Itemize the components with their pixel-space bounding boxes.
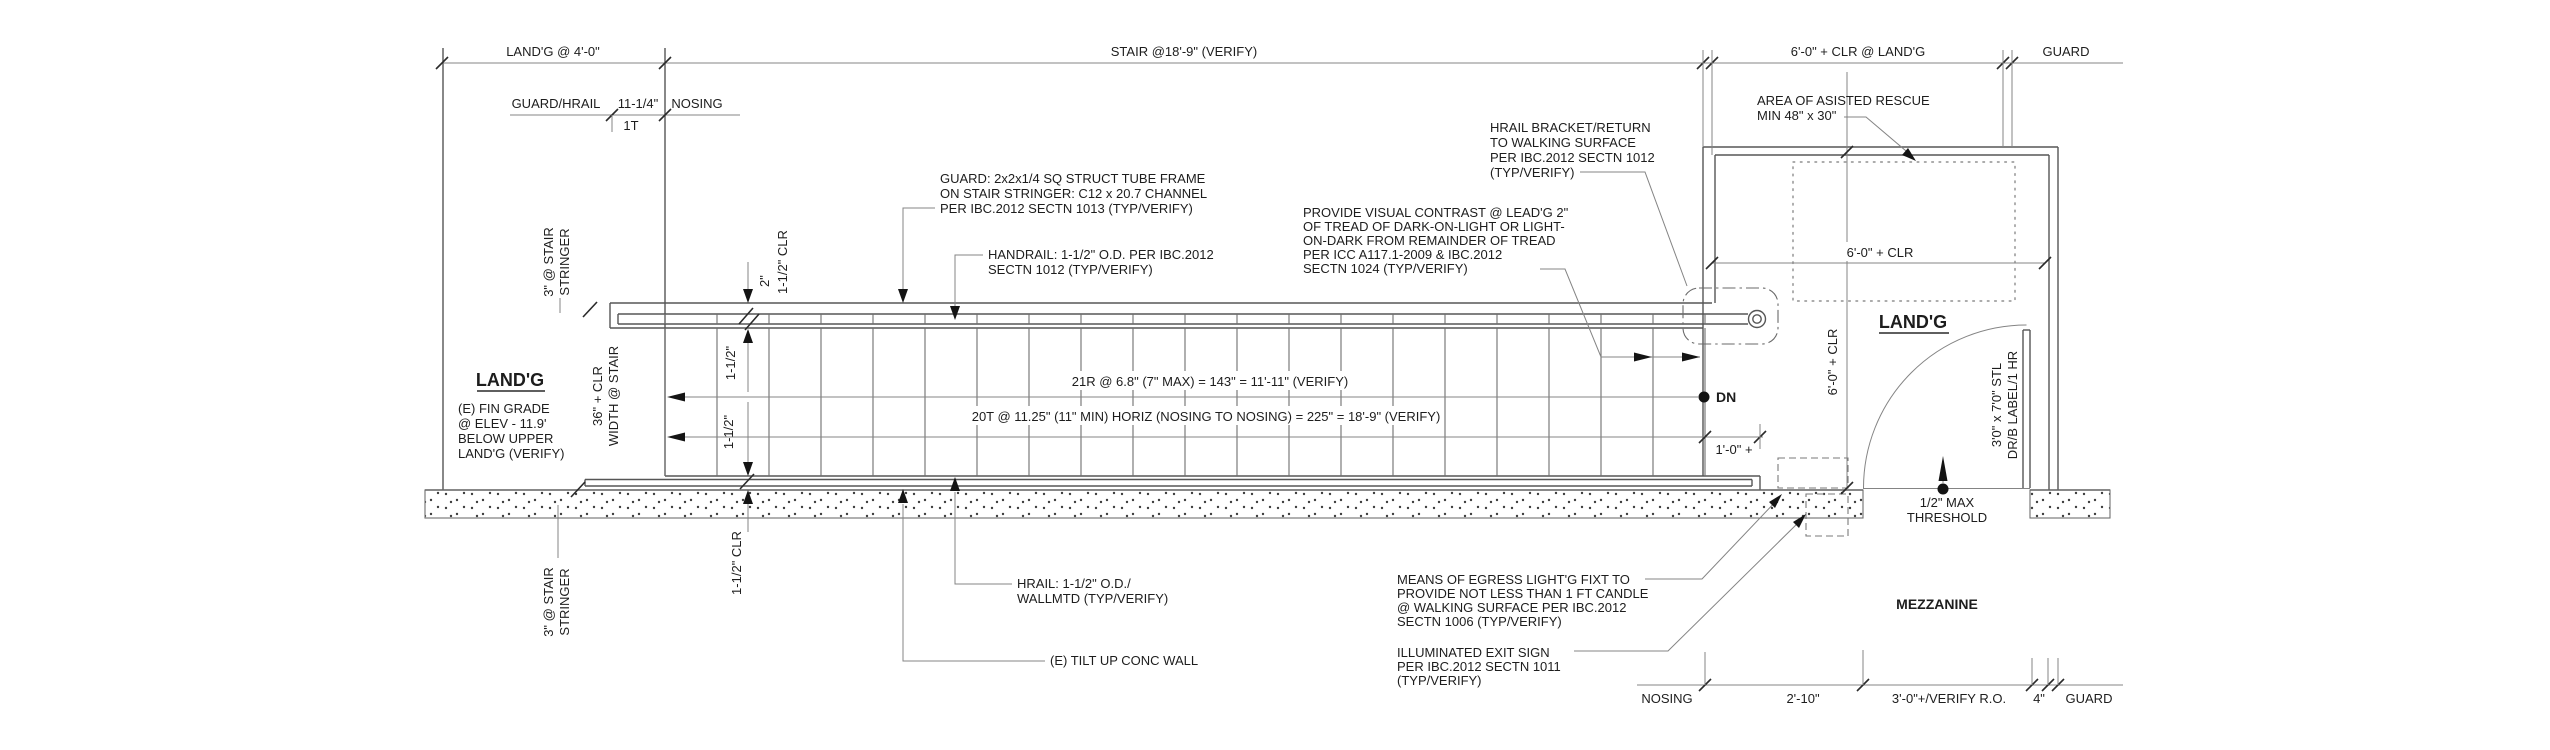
- note-leaders: [898, 116, 1916, 662]
- fin-grade-note-4: LAND'G (VERIFY): [458, 446, 565, 461]
- stringer-bottom-label-1: 3" @ STAIR: [541, 567, 556, 637]
- dim-4in: 4": [2033, 691, 2045, 706]
- plan-structure: [425, 48, 2110, 491]
- stringer-bottom-label-2: STRINGER: [557, 568, 572, 635]
- dim-one-foot: 1'-0" +: [1715, 442, 1752, 457]
- svg-text:GUARD: 2x2x1/4 SQ STRUCT TUBE: GUARD: 2x2x1/4 SQ STRUCT TUBE FRAME: [940, 171, 1206, 186]
- svg-text:PROVIDE VISUAL CONTRAST @ LEAD: PROVIDE VISUAL CONTRAST @ LEAD'G 2": [1303, 205, 1569, 220]
- door-label-2: DR/B LABEL/1 HR: [2005, 351, 2020, 459]
- stair-width-label-1: 36" + CLR: [590, 366, 605, 426]
- wall-hatch: [424, 489, 2111, 519]
- stair-treads: [664, 328, 1706, 476]
- egress-light-fixture-box: [1777, 457, 1849, 489]
- svg-text:SECTN 1024 (TYP/VERIFY): SECTN 1024 (TYP/VERIFY): [1303, 261, 1468, 276]
- dim-nosing-top: NOSING: [671, 96, 722, 111]
- svg-text:@ WALKING SURFACE PER IBC.2012: @ WALKING SURFACE PER IBC.2012: [1397, 600, 1626, 615]
- dim-clr-inner: 6'-0" + CLR: [1847, 245, 1914, 260]
- svg-text:(TYP/VERIFY): (TYP/VERIFY): [1490, 165, 1575, 180]
- svg-text:MIN 48" x 30": MIN 48" x 30": [1757, 108, 1837, 123]
- stringer-top-label-2: STRINGER: [557, 228, 572, 295]
- dim-guard-bottom: GUARD: [2066, 691, 2113, 706]
- door-leaf: [2022, 329, 2031, 488]
- svg-text:ON-DARK FROM REMAINDER OF TREA: ON-DARK FROM REMAINDER OF TREAD: [1303, 233, 1556, 248]
- door-label-1: 3'0" x 7'0" STL: [1989, 363, 2004, 447]
- svg-text:HANDRAIL: 1-1/2" O.D. PER IBC.: HANDRAIL: 1-1/2" O.D. PER IBC.2012: [988, 247, 1214, 262]
- dim-clr-top: 1-1/2" CLR: [775, 230, 790, 294]
- handrail-return-end: [1747, 309, 1767, 329]
- stair-width-label-2: WIDTH @ STAIR: [606, 346, 621, 446]
- threshold-label-2: THRESHOLD: [1907, 510, 1987, 525]
- dim-clr-bottom: 1-1/2" CLR: [729, 531, 744, 595]
- visual-contrast-note: PROVIDE VISUAL CONTRAST @ LEAD'G 2" OF T…: [1303, 205, 1569, 276]
- svg-text:PER ICC A117.1-2009 & IBC.2012: PER ICC A117.1-2009 & IBC.2012: [1303, 247, 1502, 262]
- svg-text:PROVIDE NOT LESS THAN 1 FT CAN: PROVIDE NOT LESS THAN 1 FT CANDLE: [1397, 586, 1649, 601]
- svg-text:WALLMTD (TYP/VERIFY): WALLMTD (TYP/VERIFY): [1017, 591, 1168, 606]
- handrail-note: HANDRAIL: 1-1/2" O.D. PER IBC.2012 SECTN…: [988, 247, 1214, 277]
- hrail-wall-note: HRAIL: 1-1/2" O.D./ WALLMTD (TYP/VERIFY): [1017, 576, 1168, 606]
- dim-11-1-4: 11-1/4": [618, 96, 659, 111]
- threshold-dot: [1937, 483, 1949, 495]
- dim-guard-hrail: GUARD/HRAIL: [512, 96, 601, 111]
- area-of-rescue-outline: [1792, 161, 2016, 302]
- text-masks: [976, 242, 1928, 425]
- dimension-lines: [435, 50, 2123, 692]
- wall-handrail: [584, 475, 1761, 490]
- guard-rail-band: [609, 302, 1748, 329]
- exit-sign-box: [1805, 493, 1849, 537]
- svg-text:TO WALKING SURFACE: TO WALKING SURFACE: [1490, 135, 1636, 150]
- fin-grade-note-1: (E) FIN GRADE: [458, 401, 550, 416]
- door-swing-arc: [1863, 324, 2027, 489]
- svg-text:OF TREAD OF DARK-ON-LIGHT OR L: OF TREAD OF DARK-ON-LIGHT OR LIGHT-: [1303, 219, 1565, 234]
- dn-start-dot: [1698, 391, 1710, 403]
- dim-rail-1half: 1-1/2": [723, 345, 738, 380]
- fin-grade-note-3: BELOW UPPER: [458, 431, 553, 446]
- svg-text:HRAIL: 1-1/2" O.D./: HRAIL: 1-1/2" O.D./: [1017, 576, 1131, 591]
- dim-verify-ro: 3'-0"+/VERIFY R.O.: [1892, 691, 2006, 706]
- dim-clr-vertical: 6'-0" + CLR: [1825, 329, 1840, 396]
- dim-nosing-bottom: NOSING: [1641, 691, 1692, 706]
- dim-2-10: 2'-10": [1786, 691, 1820, 706]
- egress-light-note: MEANS OF EGRESS LIGHT'G FIXT TO PROVIDE …: [1397, 572, 1649, 629]
- svg-text:PER IBC.2012 SECTN 1013 (TYP/V: PER IBC.2012 SECTN 1013 (TYP/VERIFY): [940, 201, 1193, 216]
- left-landing-label: LAND'G: [476, 370, 544, 390]
- stringer-top-label-1: 3" @ STAIR: [541, 227, 556, 297]
- dim-stair-top: STAIR @18'-9" (VERIFY): [1111, 44, 1257, 59]
- svg-text:MEANS OF EGRESS LIGHT'G FIXT T: MEANS OF EGRESS LIGHT'G FIXT TO: [1397, 572, 1630, 587]
- dim-landing-top: LAND'G @ 4'-0": [506, 44, 600, 59]
- dim-clr-landing-top: 6'-0" + CLR @ LAND'G: [1791, 44, 1925, 59]
- dim-treads: 20T @ 11.25" (11" MIN) HORIZ (NOSING TO …: [972, 409, 1441, 424]
- dim-stringer-1half: 1-1/2": [721, 414, 736, 449]
- handrail-detail-bubble: [1682, 287, 1779, 345]
- dim-2in: 2": [757, 275, 772, 287]
- mezzanine-label: MEZZANINE: [1896, 596, 1978, 612]
- conc-wall-note: (E) TILT UP CONC WALL: [1050, 653, 1198, 668]
- svg-text:AREA OF ASISTED RESCUE: AREA OF ASISTED RESCUE: [1757, 93, 1930, 108]
- right-landing-label: LAND'G: [1879, 312, 1947, 332]
- drawing-labels: LAND'G @ 4'-0" STAIR @18'-9" (VERIFY) 6'…: [458, 44, 2112, 706]
- dim-1t: 1T: [623, 118, 638, 133]
- dim-guard-top: GUARD: [2043, 44, 2090, 59]
- svg-text:ON STAIR STRINGER: C12 x 20.7: ON STAIR STRINGER: C12 x 20.7 CHANNEL: [940, 186, 1207, 201]
- guard-posts: [664, 314, 1706, 324]
- svg-text:SECTN 1012 (TYP/VERIFY): SECTN 1012 (TYP/VERIFY): [988, 262, 1153, 277]
- guard-note: GUARD: 2x2x1/4 SQ STRUCT TUBE FRAME ON S…: [940, 171, 1207, 216]
- dim-risers: 21R @ 6.8" (7" MAX) = 143" = 11'-11" (VE…: [1072, 374, 1348, 389]
- svg-text:HRAIL BRACKET/RETURN: HRAIL BRACKET/RETURN: [1490, 120, 1651, 135]
- threshold-label-1: 1/2" MAX: [1920, 495, 1975, 510]
- right-landing: [1702, 146, 2059, 490]
- hrail-bracket-note: HRAIL BRACKET/RETURN TO WALKING SURFACE …: [1490, 120, 1655, 180]
- svg-text:ILLUMINATED EXIT SIGN: ILLUMINATED EXIT SIGN: [1397, 645, 1550, 660]
- svg-text:PER IBC.2012 SECTN 1012: PER IBC.2012 SECTN 1012: [1490, 150, 1655, 165]
- svg-text:(TYP/VERIFY): (TYP/VERIFY): [1397, 673, 1482, 688]
- svg-text:PER IBC.2012 SECTN 1011: PER IBC.2012 SECTN 1011: [1397, 659, 1561, 674]
- area-rescue-note: AREA OF ASISTED RESCUE MIN 48" x 30": [1757, 93, 1930, 123]
- exit-sign-note: ILLUMINATED EXIT SIGN PER IBC.2012 SECTN…: [1397, 645, 1561, 688]
- dn-label: DN: [1716, 389, 1736, 405]
- fin-grade-note-2: @ ELEV - 11.9': [458, 416, 546, 431]
- svg-text:SECTN 1006 (TYP/VERIFY): SECTN 1006 (TYP/VERIFY): [1397, 614, 1562, 629]
